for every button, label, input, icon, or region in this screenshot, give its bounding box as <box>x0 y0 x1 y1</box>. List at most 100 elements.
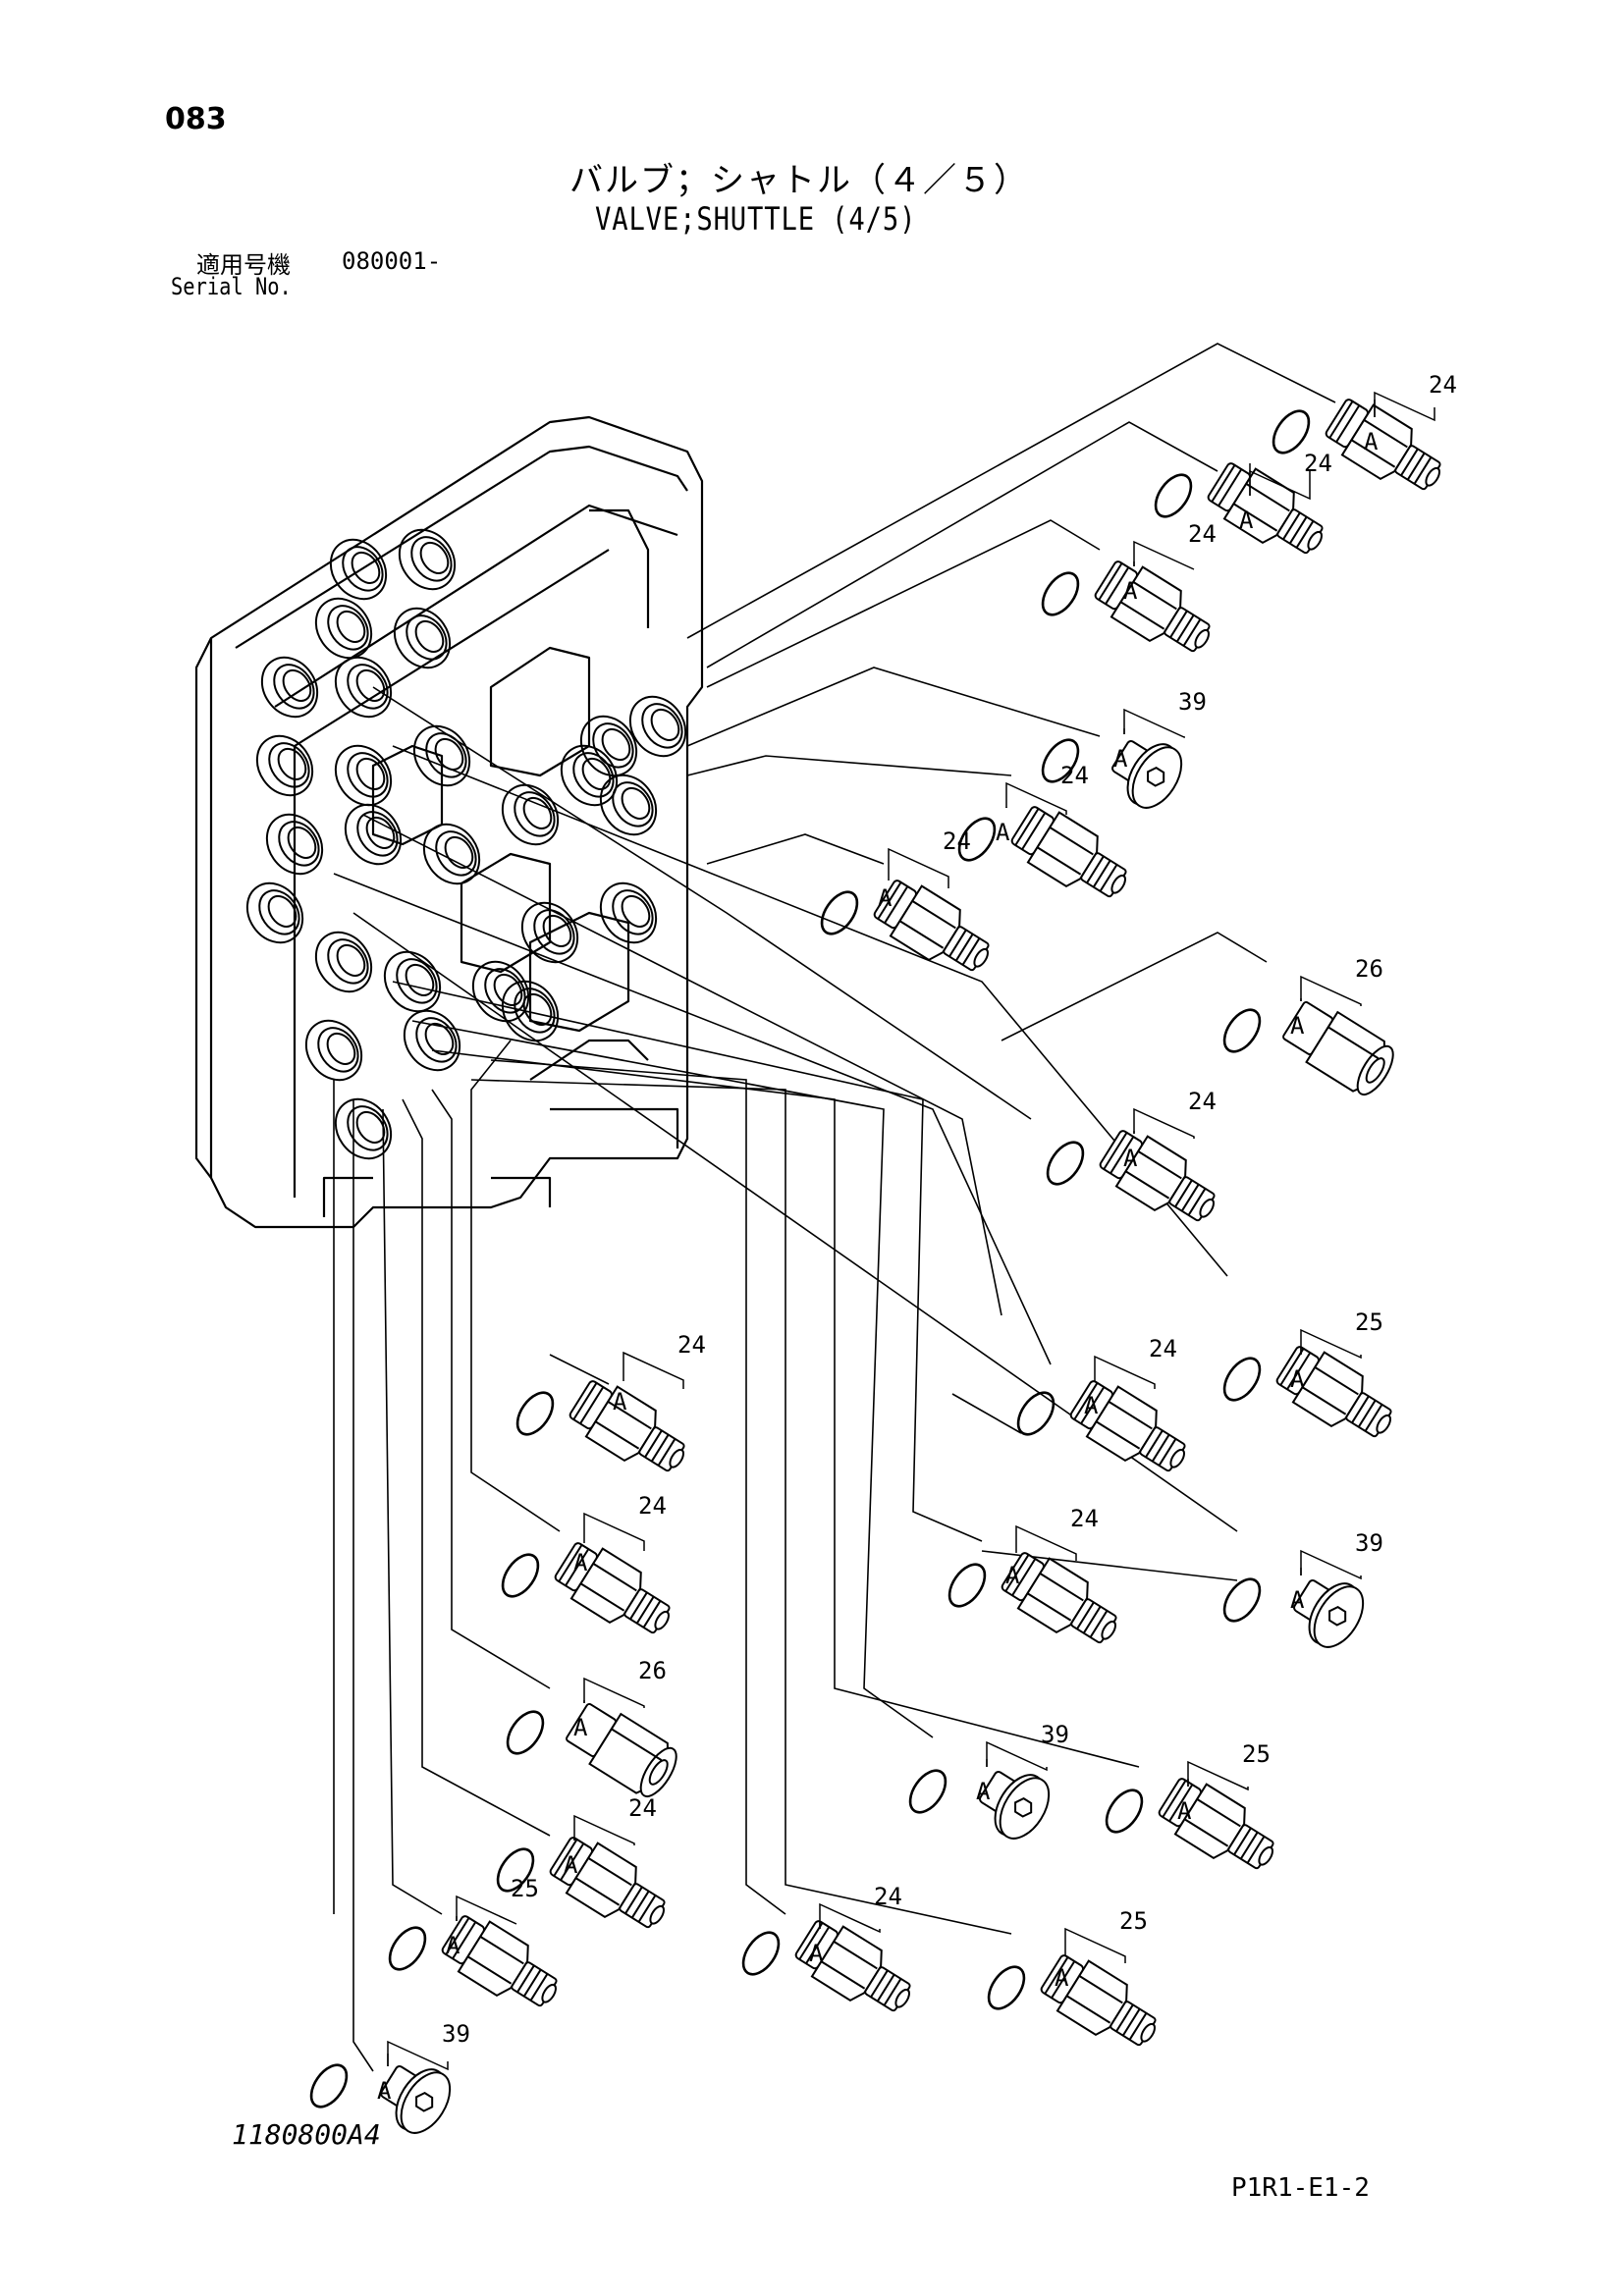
callout-bracket <box>1015 1524 1077 1561</box>
o-ring-label: A <box>377 2077 392 2105</box>
o-ring <box>741 1931 781 1976</box>
connector-fitting <box>1069 1380 1186 1472</box>
serial-number: 080001- <box>342 247 442 275</box>
valve-port <box>412 724 471 787</box>
valve-port <box>314 931 373 993</box>
o-ring <box>820 890 859 935</box>
callout-bracket <box>1300 1328 1362 1360</box>
part-number-label: 24 <box>1304 450 1332 477</box>
callout-bracket <box>1005 781 1067 815</box>
callout-bracket <box>1133 540 1195 570</box>
part-number-label: 24 <box>1149 1335 1177 1362</box>
part-number-label: 24 <box>1188 520 1217 548</box>
o-ring <box>501 1553 540 1598</box>
o-ring-label: A <box>1239 507 1254 534</box>
plug <box>380 2065 452 2134</box>
part-number-label: 25 <box>511 1875 539 1902</box>
o-ring-label: A <box>809 1940 824 1967</box>
valve-port <box>393 607 452 669</box>
part-number-label: 39 <box>1178 688 1207 716</box>
serial-label-japanese: 適用号機 <box>196 251 291 279</box>
valve-port <box>383 950 442 1013</box>
part-number-label: 26 <box>1355 955 1383 983</box>
connector-fitting <box>1325 399 1441 491</box>
plug <box>1293 1579 1365 1648</box>
callout-bracket <box>1187 1760 1249 1791</box>
plug <box>1111 740 1183 809</box>
o-ring-label: A <box>1123 577 1138 605</box>
o-ring-label: A <box>1177 1797 1192 1825</box>
o-ring-label: A <box>564 1851 578 1879</box>
valve-port <box>471 960 530 1023</box>
connector-fitting <box>1207 462 1324 555</box>
valve-port <box>403 1009 461 1072</box>
valve-port <box>334 1097 393 1160</box>
callout-bracket <box>819 1902 881 1934</box>
valve-ports <box>245 528 687 1160</box>
connector-fitting <box>1001 1552 1117 1644</box>
connector-fitting <box>549 1837 666 1929</box>
connector-fitting <box>1094 561 1211 653</box>
o-ring <box>908 1769 947 1814</box>
valve-port <box>255 734 314 797</box>
o-ring-label: A <box>1290 1012 1305 1040</box>
o-ring-label: A <box>1055 1964 1069 1992</box>
callout-bracket <box>1133 1107 1195 1139</box>
part-number-label: 24 <box>677 1331 706 1359</box>
connector-fitting <box>873 880 990 972</box>
o-ring <box>496 1847 535 1893</box>
o-ring-label: A <box>1113 745 1128 773</box>
diagram-title-english: VALVE;SHUTTLE (4/5) <box>595 200 917 238</box>
callout-bracket <box>623 1351 684 1389</box>
plug <box>979 1771 1051 1840</box>
drawing-code: 1180800A4 <box>232 2118 381 2151</box>
adapter-fitting <box>566 1702 677 1798</box>
o-ring-label: A <box>996 819 1010 846</box>
valve-port <box>329 538 388 601</box>
o-ring-label: A <box>573 1714 588 1741</box>
part-number-label: 24 <box>1070 1505 1099 1532</box>
o-ring-label: A <box>1290 1586 1305 1614</box>
o-ring <box>1222 1577 1262 1623</box>
valve-port <box>334 656 393 719</box>
valve-port <box>520 901 579 964</box>
part-number-label: 24 <box>638 1492 667 1520</box>
callout-bracket <box>1300 1549 1362 1580</box>
o-ring <box>1041 571 1080 616</box>
callout-bracket <box>387 2040 449 2071</box>
part-number-label: 25 <box>1355 1308 1383 1336</box>
o-ring <box>1272 409 1311 454</box>
part-number-label: 39 <box>1355 1529 1383 1557</box>
callout-bracket <box>1094 1355 1156 1389</box>
o-ring <box>1105 1789 1144 1834</box>
o-ring <box>1154 473 1193 518</box>
part-number-label: 39 <box>1041 1721 1069 1748</box>
o-ring-label: A <box>976 1778 991 1805</box>
part-number-label: 24 <box>1060 762 1089 789</box>
connector-fitting <box>794 1920 911 2012</box>
valve-port <box>501 980 560 1042</box>
valve-port <box>245 881 304 944</box>
callout-bracket <box>583 1677 645 1708</box>
o-ring-label: A <box>573 1549 588 1576</box>
connector-fitting <box>1158 1778 1274 1870</box>
valve-port <box>304 1019 363 1082</box>
connector-fitting <box>1040 1954 1157 2047</box>
valve-port <box>599 881 658 944</box>
o-ring-label: A <box>1123 1145 1138 1172</box>
diagram-title-japanese: バルブ；シャトル（４／５） <box>569 161 1029 200</box>
o-ring-label: A <box>1364 428 1379 455</box>
serial-label-english: Serial No. <box>171 273 292 300</box>
callout-bracket <box>583 1512 645 1551</box>
valve-port <box>398 528 457 591</box>
valve-port <box>314 597 373 660</box>
part-number-label: 25 <box>1119 1907 1148 1935</box>
part-number-label: 25 <box>1242 1740 1271 1768</box>
o-ring <box>957 817 997 862</box>
o-ring <box>1222 1008 1262 1053</box>
callout-bracket <box>1123 708 1185 739</box>
page-number: 083 <box>165 102 227 136</box>
o-ring <box>947 1563 987 1608</box>
valve-port <box>260 656 319 719</box>
